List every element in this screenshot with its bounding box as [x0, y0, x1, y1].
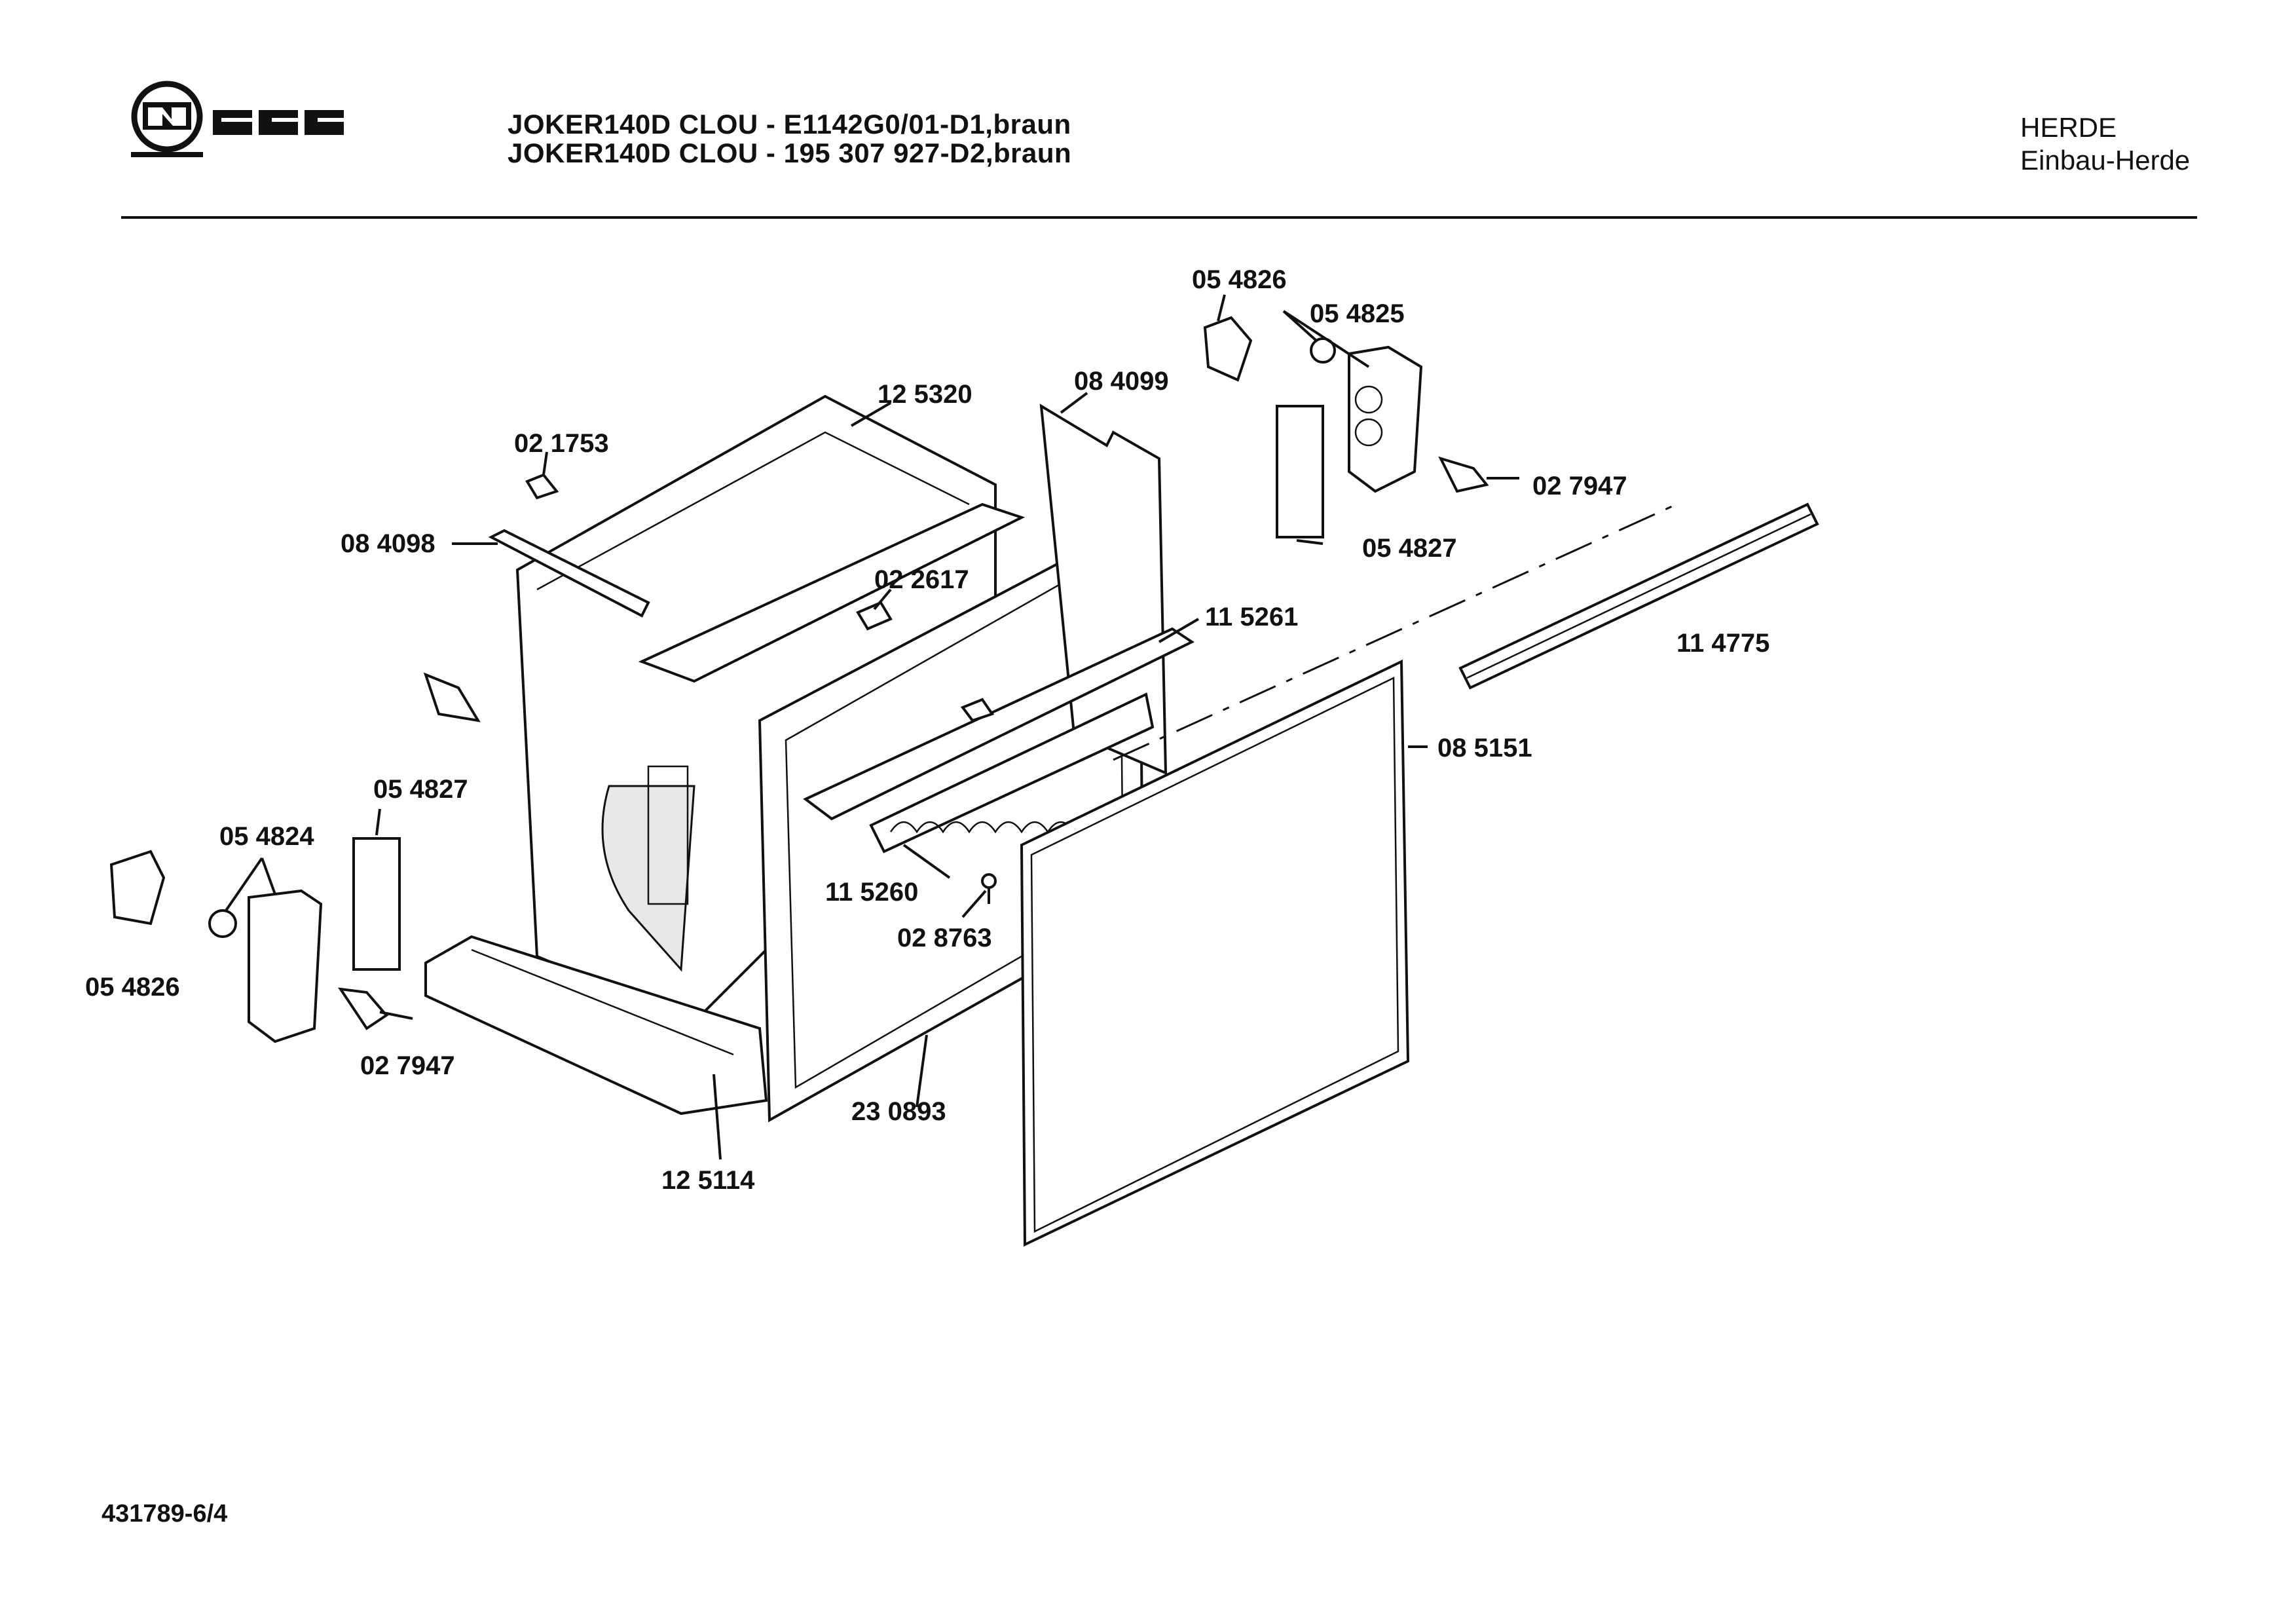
leader-lines: [225, 294, 1519, 1160]
part-labels: 05 4826 05 4825 12 5320 08 4099 02 1753 …: [85, 265, 1769, 1195]
door-gasket: [1020, 659, 1410, 1247]
part-label: 02 8763: [897, 924, 992, 952]
category-label: HERDE: [2020, 112, 2117, 143]
part-label: 02 7947: [1532, 472, 1627, 500]
part-label: 23 0893: [851, 1097, 946, 1126]
document-number: 431789-6/4: [102, 1500, 228, 1528]
lamp-assembly-upper: [1203, 316, 1489, 538]
upper-heating-element: [803, 627, 1195, 854]
part-label: 05 4826: [85, 973, 180, 1002]
part-label: 02 1753: [514, 429, 609, 458]
part-label: 05 4826: [1192, 265, 1287, 294]
part-label: 02 7947: [360, 1051, 455, 1080]
part-label: 08 4098: [341, 529, 435, 558]
category-block: HERDE Einbau-Herde: [2020, 111, 2190, 177]
assembly-line: [1113, 503, 1677, 761]
neff-logo: [124, 79, 373, 174]
trim-strip: [1458, 502, 1819, 690]
part-label: 11 5261: [1205, 603, 1298, 631]
part-label: 12 5114: [661, 1166, 755, 1195]
part-label: 08 4099: [1074, 367, 1169, 396]
subcategory-label: Einbau-Herde: [2020, 145, 2191, 176]
part-label: 05 4825: [1310, 299, 1405, 328]
part-label: 02 2617: [874, 565, 969, 594]
clip-parts: [423, 473, 997, 904]
bottom-tray: [424, 935, 768, 1116]
part-label: 11 5260: [825, 878, 918, 907]
part-label: 12 5320: [878, 380, 972, 409]
model-title: JOKER140D CLOU - E1142G0/01-D1,braun JOK…: [508, 110, 1071, 168]
part-label: 05 4824: [219, 822, 314, 851]
part-label: 05 4827: [1362, 534, 1457, 563]
part-label: 11 4775: [1676, 629, 1769, 658]
lamp-assembly-left: [109, 837, 401, 1043]
header-divider: [121, 216, 2197, 219]
part-label: 08 5151: [1437, 734, 1532, 762]
model-title-line-2: JOKER140D CLOU - 195 307 927-D2,braun: [508, 138, 1072, 168]
top-bar: [488, 529, 650, 618]
model-title-line-1: JOKER140D CLOU - E1142G0/01-D1,braun: [508, 109, 1071, 140]
part-label: 05 4827: [373, 775, 468, 804]
